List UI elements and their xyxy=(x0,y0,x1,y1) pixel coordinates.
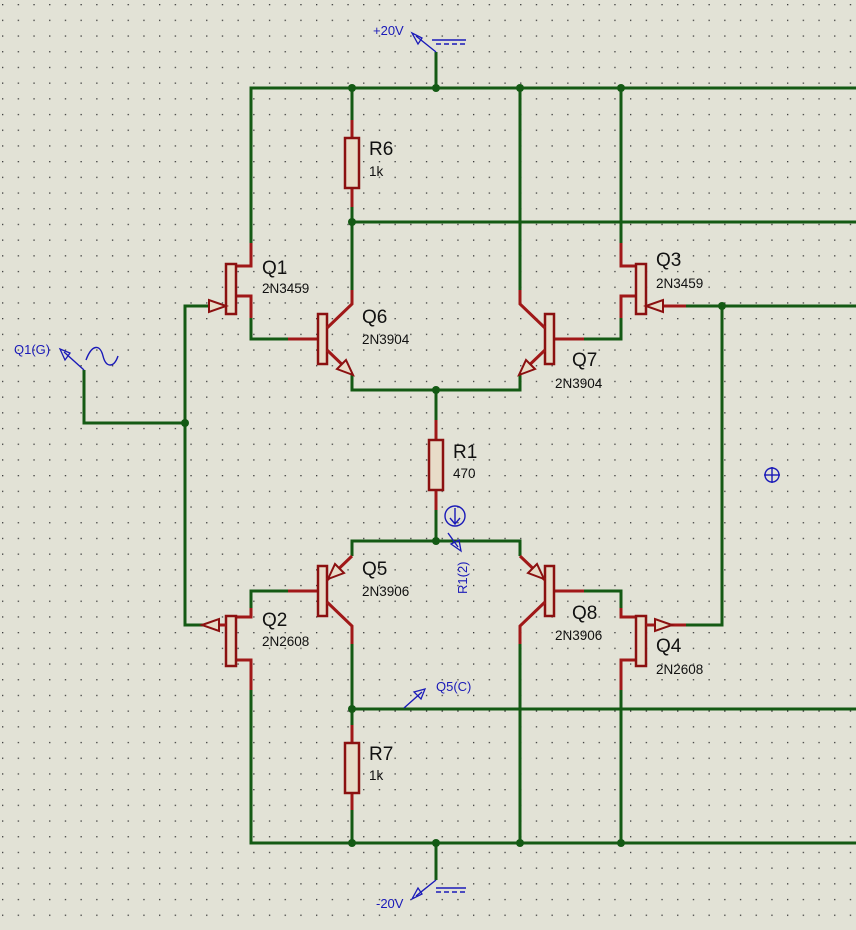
junction xyxy=(432,386,440,394)
wire-q1-q6[interactable] xyxy=(249,318,288,341)
r6-ref: R6 xyxy=(369,139,393,160)
gate-arrow-icon xyxy=(208,298,230,314)
q5-ref: Q5 xyxy=(362,559,387,580)
r1-value: 470 xyxy=(453,466,476,481)
q3-ref: Q3 xyxy=(656,250,681,271)
power-terminal-vneg[interactable]: -20V xyxy=(376,879,466,911)
current-probe-icon xyxy=(444,505,466,527)
q7-model: 2N3904 xyxy=(555,376,603,391)
bjt-q5[interactable]: Q5 2N3906 xyxy=(288,554,409,644)
gate-arrow-icon xyxy=(198,617,220,633)
bjt-q7[interactable]: Q7 2N3904 xyxy=(517,290,603,391)
jfet-q4[interactable]: Q4 2N2608 xyxy=(619,608,703,690)
junction xyxy=(348,84,356,92)
r7-value: 1k xyxy=(369,768,384,783)
bjt-base-bar[interactable] xyxy=(316,564,329,618)
resistor-r7[interactable]: R7 1k xyxy=(343,725,393,810)
q6-ref: Q6 xyxy=(362,307,387,328)
emitter-arrow-icon xyxy=(517,358,537,377)
r1-ref: R1 xyxy=(453,442,477,463)
sine-wave-icon xyxy=(85,346,119,366)
junction xyxy=(432,84,440,92)
voltage-probe-icon xyxy=(412,688,427,701)
q5-model: 2N3906 xyxy=(362,584,409,599)
generator-label: Q1(G) xyxy=(14,342,50,357)
junction xyxy=(718,302,726,310)
junction xyxy=(181,419,189,427)
gate-arrow-icon xyxy=(642,298,664,314)
gate-arrow-icon xyxy=(654,617,676,633)
q2-ref: Q2 xyxy=(262,610,287,631)
current-probe-r1[interactable]: R1(2) xyxy=(444,505,470,594)
wire-q4-q8[interactable] xyxy=(584,589,623,608)
jfet-q2[interactable]: Q2 2N2608 xyxy=(198,608,309,690)
q8-ref: Q8 xyxy=(572,603,597,624)
q2-model: 2N2608 xyxy=(262,634,309,649)
q4-model: 2N2608 xyxy=(656,662,703,677)
q6-model: 2N3904 xyxy=(362,332,410,347)
wire-vpos-rail[interactable] xyxy=(249,86,856,243)
jfet-q1[interactable]: Q1 2N3459 xyxy=(208,243,309,318)
emitter-arrow-icon xyxy=(335,358,355,377)
resistor-body[interactable] xyxy=(427,438,445,492)
emitter-arrow-icon xyxy=(526,562,546,581)
junction xyxy=(348,218,356,226)
generator-q1g[interactable]: Q1(G) xyxy=(14,342,119,371)
jfet-q3[interactable]: Q3 2N3459 xyxy=(619,243,703,318)
bjt-base-bar[interactable] xyxy=(543,564,556,618)
vpos-label: +20V xyxy=(373,23,404,38)
current-probe-label: R1(2) xyxy=(455,561,470,594)
q1-ref: Q1 xyxy=(262,258,287,279)
power-terminal-vpos[interactable]: +20V xyxy=(373,23,466,53)
emitter-arrow-icon xyxy=(326,562,346,581)
jfet-channel[interactable] xyxy=(634,614,648,668)
wire-vneg-rail[interactable] xyxy=(249,690,856,845)
wire-input[interactable] xyxy=(82,370,185,425)
voltage-probe-q5c[interactable]: Q5(C) xyxy=(403,679,471,709)
q4-ref: Q4 xyxy=(656,636,682,657)
junction xyxy=(617,839,625,847)
bjt-base-bar[interactable] xyxy=(316,312,329,366)
junction xyxy=(432,839,440,847)
wire-q2-q5[interactable] xyxy=(249,589,288,608)
resistor-r6[interactable]: R6 1k xyxy=(343,120,393,207)
q8-model: 2N3906 xyxy=(555,628,602,643)
junctions xyxy=(181,84,726,847)
jfet-channel[interactable] xyxy=(224,262,238,316)
jfet-channel[interactable] xyxy=(634,262,648,316)
junction xyxy=(348,705,356,713)
bjt-q6[interactable]: Q6 2N3904 xyxy=(288,290,410,377)
r6-value: 1k xyxy=(369,164,384,179)
resistor-body[interactable] xyxy=(343,136,361,190)
junction xyxy=(617,84,625,92)
wire-q3-q7[interactable] xyxy=(584,318,623,341)
resistor-body[interactable] xyxy=(343,741,361,795)
junction xyxy=(432,537,440,545)
jfet-channel[interactable] xyxy=(224,614,238,668)
junction xyxy=(348,839,356,847)
r7-ref: R7 xyxy=(369,744,393,765)
q7-ref: Q7 xyxy=(572,350,597,371)
junction xyxy=(516,84,524,92)
q3-model: 2N3459 xyxy=(656,276,703,291)
voltage-probe-label: Q5(C) xyxy=(436,679,471,694)
bjt-base-bar[interactable] xyxy=(543,312,556,366)
vneg-label: -20V xyxy=(376,896,404,911)
bjt-q8[interactable]: Q8 2N3906 xyxy=(518,554,602,644)
q1-model: 2N3459 xyxy=(262,281,309,296)
junction xyxy=(516,839,524,847)
origin-marker-icon xyxy=(764,467,780,483)
resistor-r1[interactable]: R1 470 xyxy=(427,420,477,510)
wire-right-gates[interactable] xyxy=(686,304,724,627)
wire-input-gates[interactable] xyxy=(183,304,210,627)
